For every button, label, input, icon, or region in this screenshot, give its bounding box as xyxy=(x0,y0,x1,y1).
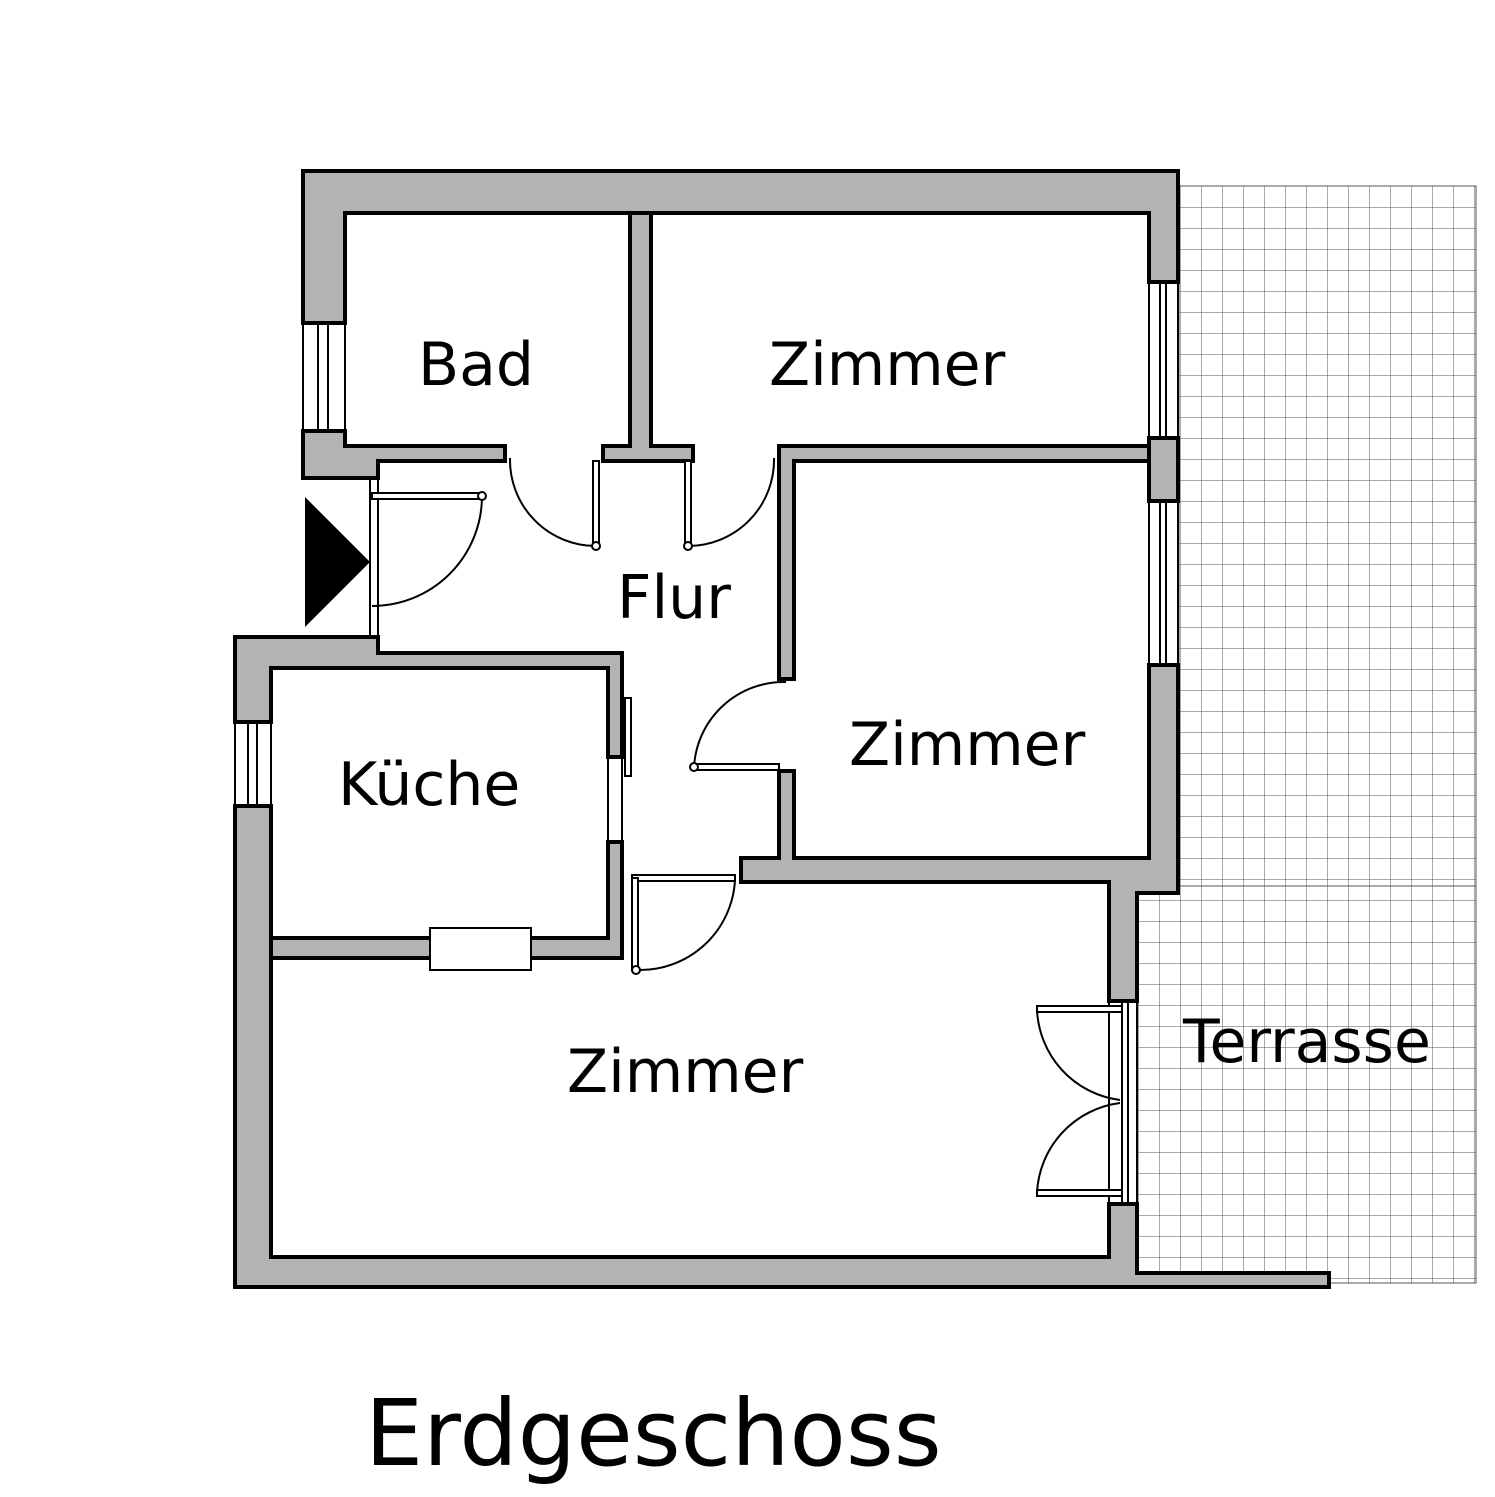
window-bad xyxy=(302,323,346,431)
wall-kueche-top xyxy=(233,635,624,759)
terrace-area xyxy=(1136,185,1477,1284)
chimney-box xyxy=(429,927,532,971)
windows xyxy=(234,282,1179,1204)
wall-zimmer-right-bottom xyxy=(739,663,1180,1003)
wall-top-outer xyxy=(301,169,1180,325)
window-kueche xyxy=(234,722,272,806)
door-terrace xyxy=(1036,1005,1123,1197)
door-bad xyxy=(508,457,601,551)
room-label-flur: Flur xyxy=(617,563,731,633)
door-zimmer-top xyxy=(683,457,776,551)
door-zimmer-right xyxy=(689,680,787,772)
door-entrance xyxy=(371,491,487,607)
room-label-terrasse: Terrasse xyxy=(1182,1007,1431,1077)
entrance-frame xyxy=(369,478,379,637)
plan-title: Erdgeschoss xyxy=(365,1380,942,1487)
door-zimmer-bottom xyxy=(631,874,736,975)
room-label-zimmer-top: Zimmer xyxy=(769,330,1006,400)
entrance-arrow-icon xyxy=(305,497,370,627)
room-label-zimmer-right: Zimmer xyxy=(849,710,1086,780)
window-zimmer-right xyxy=(1148,501,1179,665)
window-zimmer-top xyxy=(1148,282,1179,438)
doors xyxy=(371,457,1123,1197)
wall-right-pier xyxy=(1147,436,1180,503)
wall-bad-zimmer-partition xyxy=(601,211,695,463)
window-terrace-door-frame xyxy=(1108,1001,1138,1204)
room-label-zimmer-bottom: Zimmer xyxy=(567,1037,804,1107)
kueche-door-frame xyxy=(607,697,632,842)
wall-zimmer-right-top xyxy=(777,444,1151,681)
room-label-bad: Bad xyxy=(418,330,534,400)
room-label-kueche: Küche xyxy=(338,750,520,820)
wall-bad-lower-left xyxy=(301,429,507,480)
